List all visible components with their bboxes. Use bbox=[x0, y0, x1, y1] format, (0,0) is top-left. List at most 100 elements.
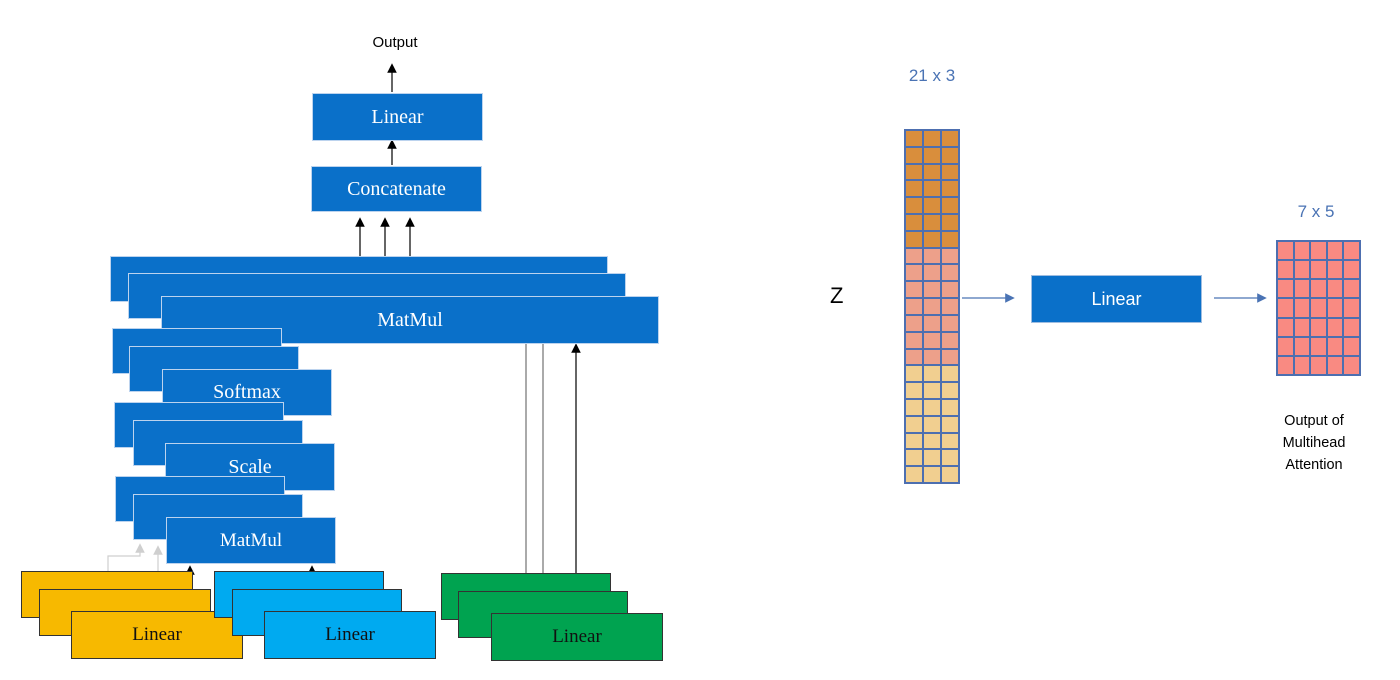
matrix-cell bbox=[905, 197, 923, 215]
matrix-cell bbox=[923, 247, 941, 265]
matrix-cell bbox=[1277, 336, 1294, 356]
key-linear-box: Linear bbox=[264, 611, 436, 659]
matrix-cell bbox=[941, 180, 959, 198]
matrix-cell bbox=[941, 130, 959, 147]
matrix-cell bbox=[941, 264, 959, 282]
output-dims-label: 7 x 5 bbox=[1297, 202, 1335, 221]
matrix-cell bbox=[905, 264, 923, 282]
matrix-cell bbox=[941, 197, 959, 215]
matrix-cell bbox=[923, 180, 941, 198]
matrix-cell bbox=[941, 432, 959, 450]
matrix-cell bbox=[905, 230, 923, 248]
matrix-cell bbox=[905, 398, 923, 416]
matrix-cell bbox=[1293, 355, 1311, 375]
matrix-cell bbox=[923, 281, 941, 299]
matrix-cell bbox=[1293, 336, 1311, 356]
concatenate-box: Concatenate bbox=[311, 166, 482, 212]
matrix-cell bbox=[905, 449, 923, 467]
matrix-cell bbox=[1310, 317, 1327, 337]
matrix-cell bbox=[1326, 241, 1344, 261]
matrix-cell bbox=[923, 314, 941, 332]
output-label: Output bbox=[372, 34, 418, 51]
matrix-cell bbox=[1277, 298, 1294, 318]
matrix-cell bbox=[941, 163, 959, 181]
z-dims-label: 21 x 3 bbox=[908, 66, 956, 85]
matrix-cell bbox=[905, 331, 923, 349]
output-matrix bbox=[1276, 240, 1361, 376]
matrix-cell bbox=[905, 348, 923, 366]
matrix-cell bbox=[923, 449, 941, 467]
matrix-cell bbox=[1293, 241, 1311, 261]
matrix-cell bbox=[923, 298, 941, 315]
matrix-cell bbox=[1277, 260, 1294, 280]
matrix-cell bbox=[923, 130, 941, 147]
matrix-cell bbox=[1310, 279, 1327, 299]
matrix-cell bbox=[941, 298, 959, 315]
output-caption: Output of Multihead Attention bbox=[1258, 410, 1370, 476]
matrix-cell bbox=[1326, 336, 1344, 356]
matrix-cell bbox=[941, 230, 959, 248]
matrix-cell bbox=[905, 432, 923, 450]
matrix-cell bbox=[1293, 279, 1311, 299]
matrix-cell bbox=[905, 382, 923, 399]
matrix-cell bbox=[1277, 279, 1294, 299]
matrix-cell bbox=[1326, 279, 1344, 299]
matrix-cell bbox=[1343, 336, 1360, 356]
z-matrix bbox=[904, 129, 960, 484]
matrix-cell bbox=[1293, 317, 1311, 337]
matrix-cell bbox=[923, 415, 941, 433]
matrix-cell bbox=[941, 415, 959, 433]
matrix-cell bbox=[923, 398, 941, 416]
matrix-cell bbox=[1310, 260, 1327, 280]
matrix-cell bbox=[941, 348, 959, 366]
matrix-cell bbox=[923, 365, 941, 383]
matrix-cell bbox=[923, 432, 941, 450]
matrix-cell bbox=[923, 382, 941, 399]
matrix-cell bbox=[923, 146, 941, 164]
matrix-cell bbox=[905, 314, 923, 332]
matrix-cell bbox=[923, 466, 941, 483]
matrix-cell bbox=[941, 331, 959, 349]
matrix-cell bbox=[941, 281, 959, 299]
matrix-cell bbox=[941, 314, 959, 332]
matrix-cell bbox=[1343, 260, 1360, 280]
output-caption-line3: Attention bbox=[1285, 457, 1343, 473]
matrix-cell bbox=[905, 415, 923, 433]
matrix-cell bbox=[923, 348, 941, 366]
matrix-cell bbox=[941, 146, 959, 164]
matrix-cell bbox=[1310, 355, 1327, 375]
matrix-cell bbox=[1343, 317, 1360, 337]
output-matrix-grid bbox=[1277, 241, 1360, 375]
matrix-cell bbox=[905, 214, 923, 231]
query-linear-box: Linear bbox=[71, 611, 243, 659]
matrix-cell bbox=[923, 230, 941, 248]
top-linear-box: Linear bbox=[312, 93, 483, 141]
matrix-cell bbox=[941, 398, 959, 416]
matrix-cell bbox=[1343, 279, 1360, 299]
matrix-cell bbox=[905, 298, 923, 315]
matrix-cell bbox=[1343, 241, 1360, 261]
matrix-cell bbox=[941, 449, 959, 467]
matrix-cell bbox=[923, 197, 941, 215]
matrix-cell bbox=[905, 466, 923, 483]
matrix-cell bbox=[905, 146, 923, 164]
matrix-cell bbox=[941, 365, 959, 383]
matmul-inner-box: MatMul bbox=[166, 517, 336, 564]
matrix-cell bbox=[1310, 241, 1327, 261]
matrix-cell bbox=[1293, 260, 1311, 280]
matrix-cell bbox=[1326, 298, 1344, 318]
matrix-cell bbox=[923, 163, 941, 181]
matrix-cell bbox=[1326, 260, 1344, 280]
matrix-cell bbox=[1310, 336, 1327, 356]
matrix-cell bbox=[905, 247, 923, 265]
matrix-cell bbox=[941, 214, 959, 231]
matrix-cell bbox=[941, 382, 959, 399]
output-linear-box: Linear bbox=[1031, 275, 1202, 323]
matrix-cell bbox=[1310, 298, 1327, 318]
matrix-cell bbox=[1326, 355, 1344, 375]
z-matrix-grid bbox=[905, 130, 959, 483]
matrix-cell bbox=[923, 214, 941, 231]
matrix-cell bbox=[905, 365, 923, 383]
matrix-cell bbox=[1343, 298, 1360, 318]
matrix-cell bbox=[905, 180, 923, 198]
